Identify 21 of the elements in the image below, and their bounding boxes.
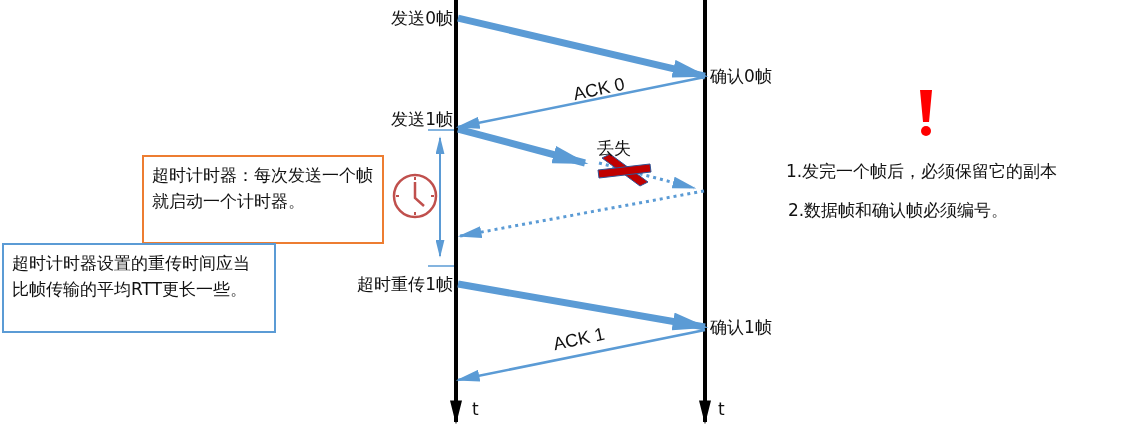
event-label: 确认1帧 xyxy=(710,316,794,339)
note-text: 1.发完一个帧后，必须保留它的副本 xyxy=(786,160,1058,183)
annotation-text: 丢失 xyxy=(597,137,631,160)
axis-label: t xyxy=(718,398,725,421)
arrow xyxy=(457,125,589,167)
note-box: 超时计时器：每次发送一个帧就启动一个计时器。 xyxy=(142,155,384,244)
event-label: 发送1帧 xyxy=(377,108,453,131)
edge-label: ACK 1 xyxy=(551,322,607,357)
arrow xyxy=(455,75,706,129)
edge-label: ACK 0 xyxy=(571,72,627,107)
event-label: 超时重传1帧 xyxy=(333,273,453,296)
arrow xyxy=(455,328,706,382)
arrow xyxy=(598,161,697,190)
event-label: 发送0帧 xyxy=(377,7,453,30)
arrow xyxy=(457,280,709,331)
arrow xyxy=(457,14,709,80)
note-box: 超时计时器设置的重传时间应当比帧传输的平均RTT更长一些。 xyxy=(2,243,276,333)
arrow xyxy=(435,136,445,258)
axis-label: t xyxy=(472,398,479,421)
event-label: 确认0帧 xyxy=(710,65,794,88)
note-text: 2.数据帧和确认帧必须编号。 xyxy=(788,199,1009,222)
